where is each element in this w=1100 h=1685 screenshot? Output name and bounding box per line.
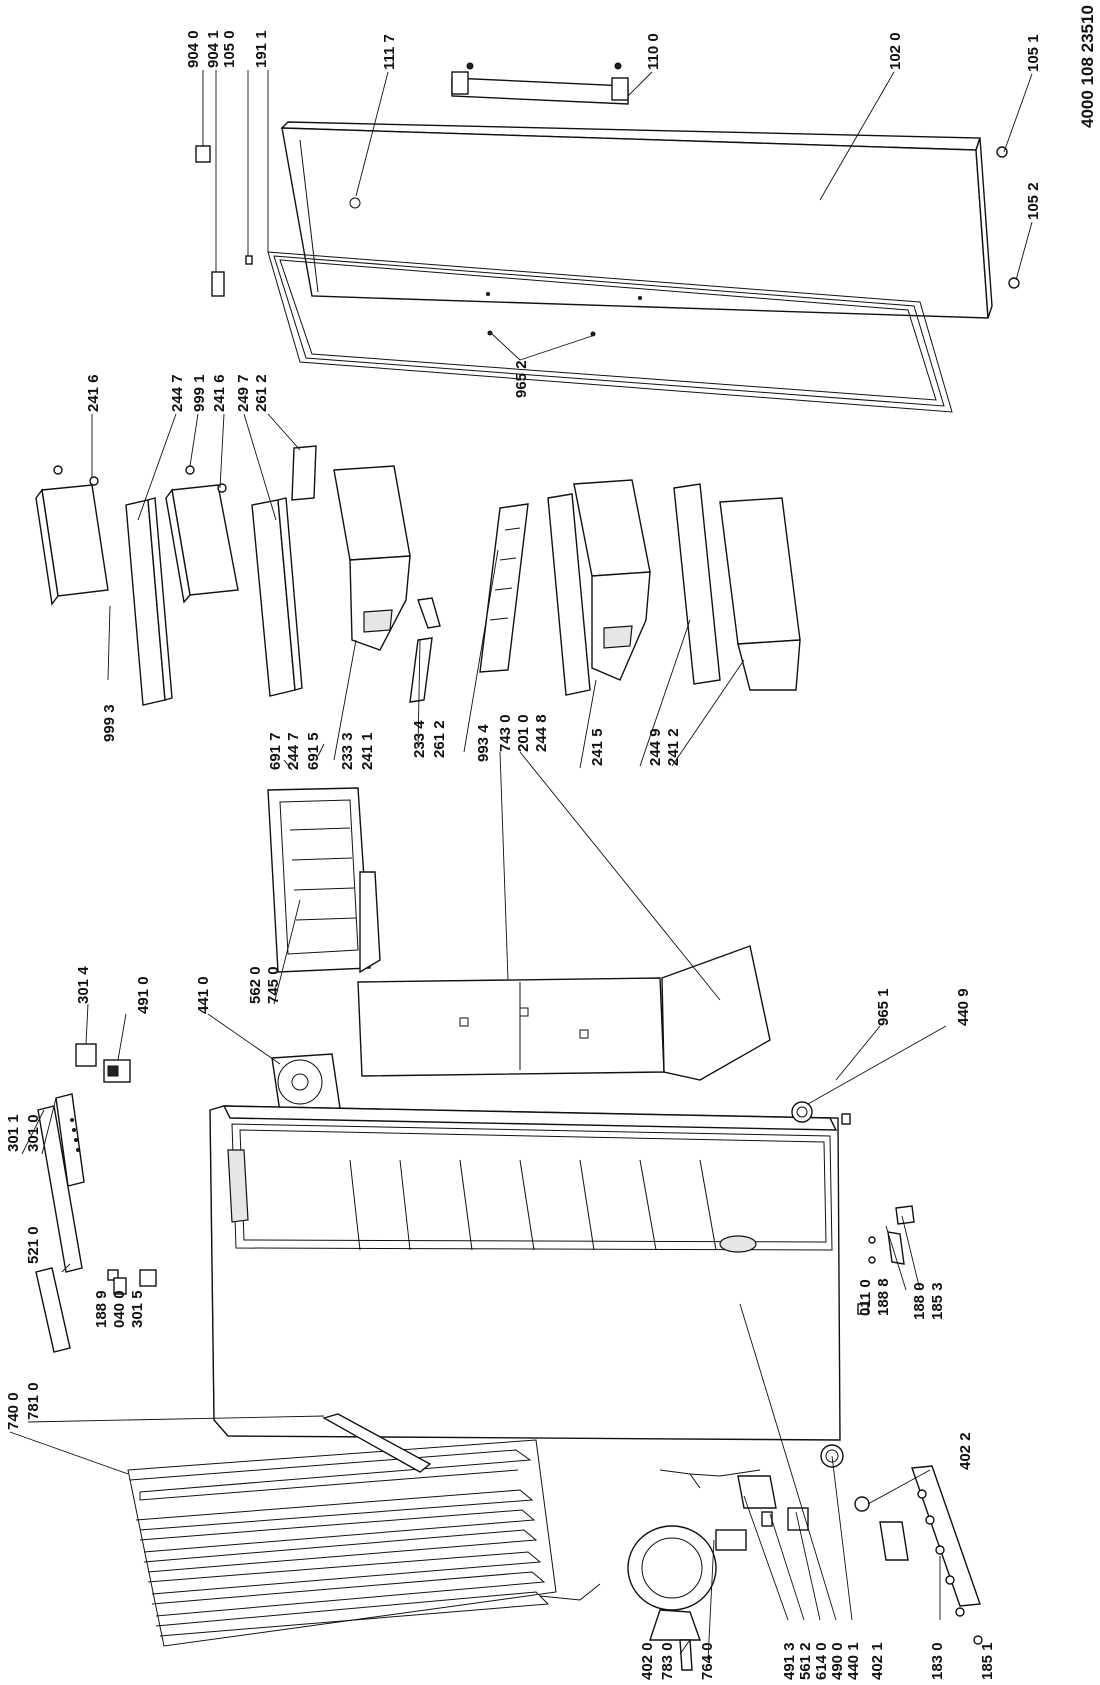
callout-label: 904 0 <box>185 30 202 68</box>
callout-label: 521 0 <box>25 1226 42 1264</box>
callout-label: 040 0 <box>111 1290 128 1328</box>
callout-label: 185 3 <box>929 1282 946 1320</box>
callout-label: 993 4 <box>475 724 492 762</box>
glass-shelf-4 <box>673 483 721 685</box>
base-plate <box>879 1465 983 1645</box>
callout-label: 745 0 <box>265 966 282 1004</box>
callout-label: 011 0 <box>857 1279 874 1316</box>
callout-label: 241 6 <box>85 374 102 412</box>
callout-label: 491 0 <box>135 976 152 1014</box>
callout-label: 111 7 <box>381 34 398 70</box>
callout-label: 614 0 <box>813 1642 830 1680</box>
crisper-drawer-3 <box>719 497 801 691</box>
duct-panel <box>357 945 771 1081</box>
callout-label: 691 5 <box>305 732 322 770</box>
callout-label: 301 4 <box>75 966 92 1004</box>
callout-label: 965 2 <box>513 360 530 398</box>
compressor-accessories <box>737 1444 844 1531</box>
compressor <box>627 1525 747 1671</box>
callout-label: 781 0 <box>25 1382 42 1420</box>
callout-label: 188 9 <box>93 1290 110 1328</box>
door-shelf-2 <box>165 465 239 604</box>
callout-label: 244 7 <box>285 732 302 770</box>
callout-label: 562 0 <box>247 966 264 1004</box>
evaporator-assembly <box>267 787 381 974</box>
callout-label: 691 7 <box>267 732 284 770</box>
callout-label: 244 7 <box>169 374 186 412</box>
cabinet-feet <box>791 1101 915 1512</box>
door-shelf-top <box>35 465 109 606</box>
callout-label: 491 3 <box>781 1642 798 1680</box>
callout-label: 233 4 <box>411 720 428 758</box>
callout-label: 201 0 <box>515 714 532 752</box>
callout-label: 301 5 <box>129 1290 146 1328</box>
callout-label: 490 0 <box>829 1642 846 1680</box>
callout-label: 241 6 <box>211 374 228 412</box>
callout-label: 241 2 <box>665 728 682 766</box>
control-panel <box>35 1093 157 1353</box>
crisper-drawer-2 <box>573 479 651 681</box>
callout-label: 241 1 <box>359 732 376 770</box>
callout-label: 191 1 <box>253 30 270 68</box>
shelf-trim-rail <box>291 445 317 501</box>
callout-label: 110 0 <box>645 33 662 70</box>
glass-shelf-2 <box>251 497 303 697</box>
callout-label: 244 9 <box>647 728 664 766</box>
callout-label: 241 5 <box>589 728 606 766</box>
callout-label: 301 0 <box>25 1114 42 1152</box>
callout-label: 244 8 <box>533 714 550 752</box>
callout-label: 743 0 <box>497 714 514 752</box>
callout-label: 188 0 <box>911 1282 928 1320</box>
callout-label: 783 0 <box>659 1642 676 1680</box>
callout-label: 105 2 <box>1025 182 1042 220</box>
door-handle <box>451 62 629 105</box>
callout-label: 261 2 <box>253 374 270 412</box>
document-number: 4000 108 23510 <box>1078 5 1097 128</box>
condenser-coil <box>127 1439 601 1647</box>
callout-label: 999 3 <box>101 704 118 742</box>
callout-label: 188 8 <box>875 1278 892 1316</box>
glass-shelf-3 <box>547 493 591 696</box>
condenser-bracket <box>322 1413 432 1473</box>
glass-shelf-1 <box>125 497 173 706</box>
callout-label: 740 0 <box>5 1392 22 1430</box>
callout-label: 764 0 <box>699 1642 716 1680</box>
callout-label: 185 1 <box>979 1642 996 1680</box>
callout-label: 402 1 <box>869 1642 886 1680</box>
leader-lines <box>9 70 1033 1661</box>
callout-label: 965 1 <box>875 988 892 1026</box>
callout-label: 249 7 <box>235 374 252 412</box>
callout-label: 561 2 <box>797 1642 814 1680</box>
callout-label: 105 1 <box>1025 34 1042 72</box>
mesh-cover <box>479 503 529 673</box>
callout-label: 999 1 <box>191 374 208 412</box>
crisper-drawer-1 <box>333 465 411 651</box>
hinge-pins <box>195 145 1020 337</box>
callout-label: 441 0 <box>195 976 212 1014</box>
door-gasket <box>267 251 953 413</box>
callout-label: 183 0 <box>929 1642 946 1680</box>
drawer-runner-1 <box>409 597 441 703</box>
callout-label: 402 0 <box>639 1642 656 1680</box>
control-buttons <box>75 1043 131 1083</box>
callout-label: 440 9 <box>955 988 972 1026</box>
callout-label: 261 2 <box>431 720 448 758</box>
callout-label: 904 1 <box>205 30 222 68</box>
callout-label: 301 1 <box>5 1114 22 1152</box>
callout-label: 105 0 <box>221 30 238 68</box>
callout-label: 440 1 <box>845 1642 862 1680</box>
cabinet <box>209 1105 841 1489</box>
callout-label: 402 2 <box>957 1432 974 1470</box>
callout-label: 102 0 <box>887 32 904 70</box>
fan-assembly <box>271 1053 341 1113</box>
callout-label: 233 3 <box>339 732 356 770</box>
